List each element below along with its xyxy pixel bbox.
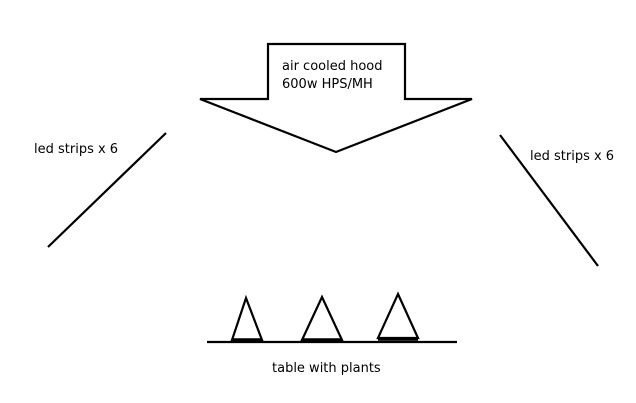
hood-label-line2: 600w HPS/MH [282,77,373,92]
plant-2 [300,294,344,342]
right-strip-label: led strips x 6 [530,149,614,164]
table-label: table with plants [272,361,381,376]
hood-label-line1: air cooled hood [282,59,383,74]
right-led-strip [499,134,599,267]
left-strip-label: led strips x 6 [34,142,118,157]
hood-arrow [199,42,473,154]
plant-3 [376,291,420,340]
left-led-strip [47,132,167,248]
plant-1 [230,294,264,342]
